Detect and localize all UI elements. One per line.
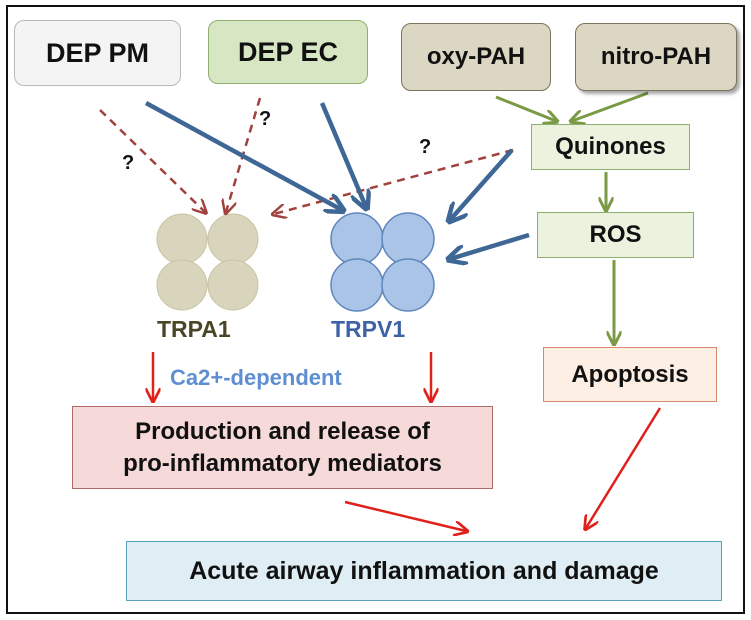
trpv1-label: TRPV1 (331, 316, 406, 342)
quinones-box: Quinones (531, 124, 690, 170)
blue-arrow-depec-trpv1 (319, 102, 366, 207)
ros-label: ROS (589, 221, 642, 248)
diagram-frame (6, 5, 745, 614)
trpa1-label: TRPA1 (157, 316, 231, 342)
nitro-pah-label: nitro-PAH (600, 43, 712, 70)
trpv1-subunit (381, 258, 435, 312)
trpa1-channel (156, 213, 259, 311)
production-label-line1: Production and release of (135, 418, 430, 446)
dep-ec-label: DEP EC (237, 36, 339, 67)
trpa1-subunit (156, 259, 208, 311)
dep-ec-box: DEP EC (208, 20, 368, 84)
ros-box: ROS (537, 212, 694, 258)
trpa1-subunit (207, 259, 259, 311)
red-arrow-apoptosis-acute (586, 407, 662, 528)
production-box: Production and release of pro-inflammato… (72, 406, 493, 489)
trpv1-subunit (330, 212, 384, 266)
oxy-pah-label: oxy-PAH (426, 43, 526, 70)
production-label-line2: pro-inflammatory mediators (123, 449, 442, 477)
blue-arrow-ros-trpv1 (450, 232, 530, 259)
blue-arrow-quinones-trpv1 (450, 148, 514, 220)
trpv1-subunit (330, 258, 384, 312)
red-arrow-production-acute (344, 500, 466, 531)
trpv1-subunit (381, 212, 435, 266)
acute-inflammation-label: Acute airway inflammation and damage (189, 556, 659, 585)
dashed-arrow-quinones-trpa1 (274, 148, 514, 214)
question-mark-deppm: ? (122, 152, 135, 174)
question-mark-quinones: ? (419, 136, 432, 158)
acute-inflammation-box: Acute airway inflammation and damage (126, 541, 722, 601)
trpa1-subunit (156, 213, 208, 265)
question-mark-depec: ? (259, 108, 272, 130)
ca-dependent-label: Ca2+-dependent (170, 365, 342, 390)
apoptosis-label: Apoptosis (571, 360, 689, 388)
nitro-pah-box: nitro-PAH (575, 23, 737, 91)
dep-pm-label: DEP PM (45, 37, 150, 68)
dashed-arrow-deppm-trpa1 (99, 109, 205, 212)
green-arrow-oxy-quinones (495, 95, 556, 121)
quinones-label: Quinones (555, 133, 666, 160)
green-arrow-nitro-quinones (572, 91, 649, 121)
blue-arrow-deppm-trpv1 (144, 101, 342, 210)
oxy-pah-box: oxy-PAH (401, 23, 551, 91)
trpa1-subunit (207, 213, 259, 265)
trpv1-channel (330, 212, 435, 312)
apoptosis-box: Apoptosis (543, 347, 717, 402)
dep-pm-box: DEP PM (14, 20, 181, 86)
